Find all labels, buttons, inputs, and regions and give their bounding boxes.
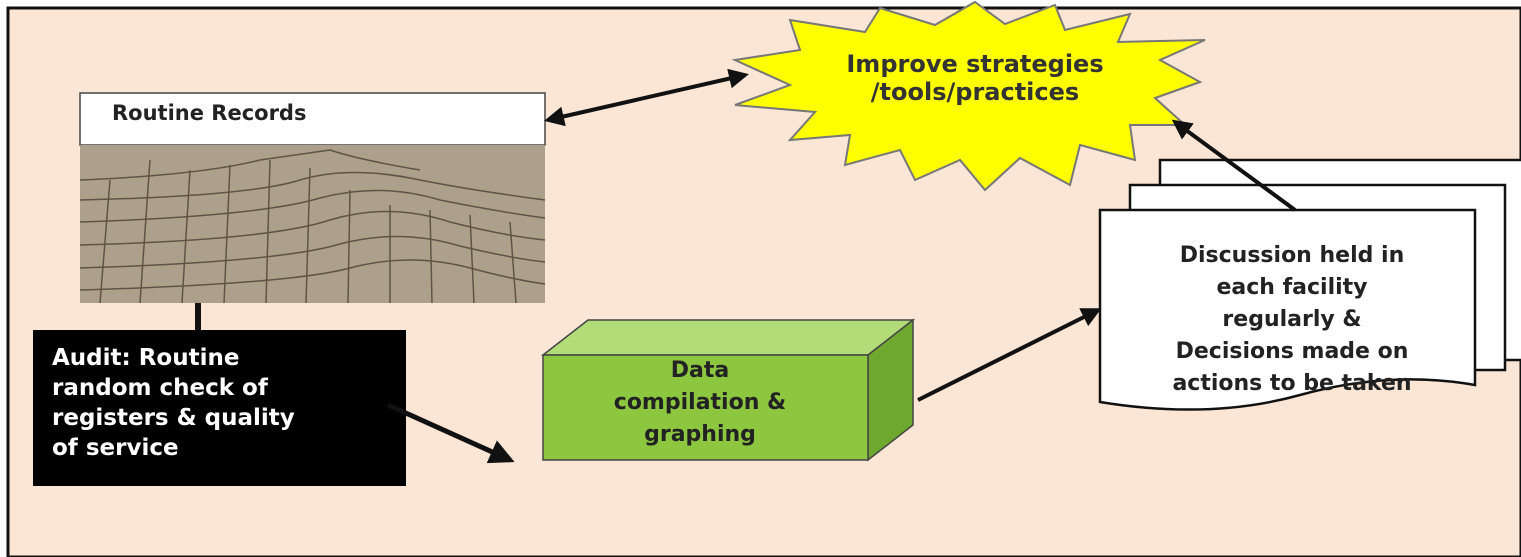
discussion-line-2: each facility (1216, 275, 1368, 300)
discussion-line-3: regularly & (1222, 307, 1362, 332)
box-top-face (540, 319, 916, 356)
routine-records-header-box (79, 92, 546, 146)
improve-starburst (731, 0, 1206, 192)
data-box-line-1: Data (670, 358, 730, 383)
data-box-line-2: compilation & (613, 390, 787, 415)
discussion-label: Discussion held in each facility regular… (1112, 240, 1472, 400)
document-front-sheet (1098, 208, 1477, 411)
arrow-starburst-records (544, 68, 749, 127)
starburst-label: Improve strategies /tools/practices (770, 50, 1180, 106)
discussion-line-5: actions to be taken (1172, 371, 1412, 396)
arrow-audit-datacompilation (386, 402, 515, 464)
audit-line-4: of service (52, 435, 179, 461)
audit-line-2: random check of (52, 375, 268, 401)
discussion-document-stack (1098, 158, 1521, 411)
discussion-line-1: Discussion held in (1179, 243, 1405, 268)
audit-line-1: Audit: Routine (52, 345, 240, 371)
register-photo (79, 145, 546, 304)
data-compilation-box (540, 318, 916, 462)
box-front-face (542, 354, 869, 461)
starburst-line-1: Improve strategies (846, 50, 1104, 78)
routine-records-title: Routine Records (112, 101, 307, 125)
audit-label: Audit: Routine random check of registers… (52, 343, 392, 463)
audit-box (33, 330, 406, 486)
audit-line-3: registers & quality (52, 405, 295, 431)
starburst-line-2: /tools/practices (870, 78, 1080, 106)
discussion-line-4: Decisions made on (1175, 339, 1409, 364)
data-box-label: Data compilation & graphing (570, 355, 830, 451)
arrow-discussion-starburst (1171, 119, 1297, 212)
data-box-line-3: graphing (644, 422, 756, 447)
arrow-datacompilation-discussion (917, 308, 1102, 402)
